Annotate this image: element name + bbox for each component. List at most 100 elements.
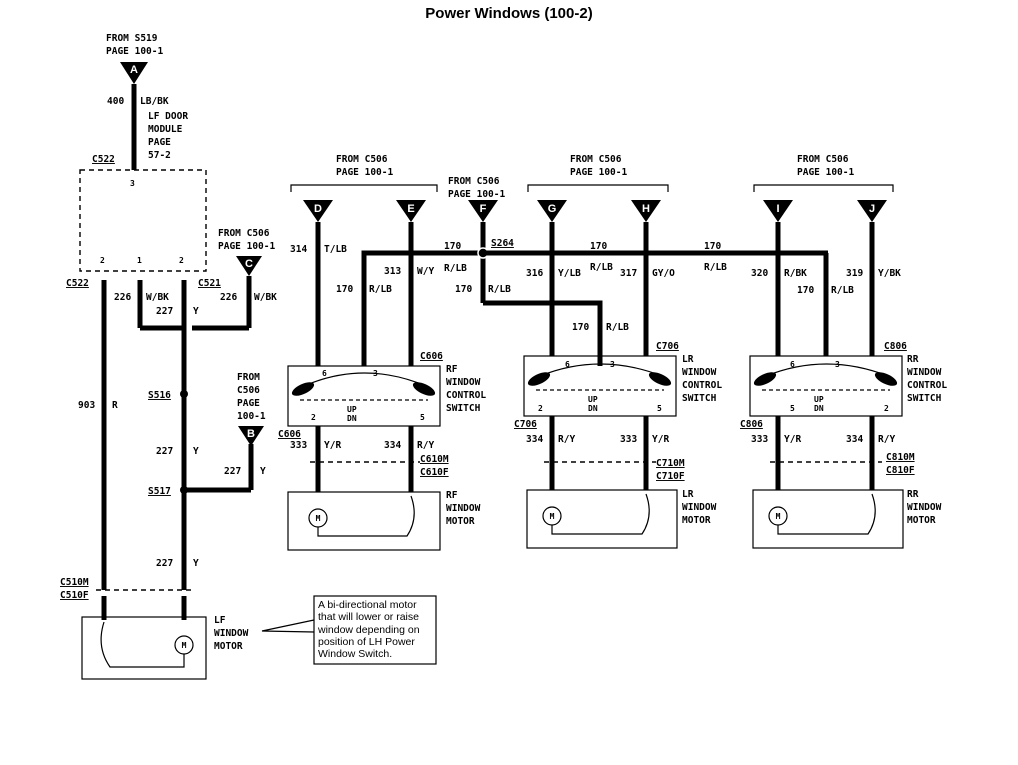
lr-switch-l4: SWITCH	[682, 393, 717, 404]
module-pin-3: 3	[130, 179, 135, 188]
rr-up: UP	[814, 395, 824, 404]
rr-motor-box	[752, 489, 904, 549]
rf-pin-2: 2	[311, 413, 316, 422]
rr-switch-l4: SWITCH	[907, 393, 942, 404]
lr-switch-box	[523, 355, 677, 417]
lf-module-l1: LF DOOR	[148, 111, 188, 122]
splice-s516-dot	[180, 390, 188, 398]
lf-door-module-box	[79, 169, 207, 272]
c710f-label: C710F	[656, 471, 685, 482]
rr-334-color: R/Y	[878, 434, 895, 445]
wire-903-num: 903	[78, 400, 95, 411]
w170-rf-num: 170	[336, 284, 353, 295]
from-s519-label: FROM S519	[106, 33, 158, 44]
lr-switch-lever-l	[527, 372, 551, 386]
rr-switch-lever-l	[753, 372, 777, 386]
lr-switch-l1: LR	[682, 354, 694, 365]
c610f-label: C610F	[420, 467, 449, 478]
rr-switch-lever-r	[874, 372, 898, 386]
connector-e	[396, 200, 426, 222]
lf-motor-box	[81, 616, 207, 680]
w170-h1: 170	[444, 241, 461, 252]
lr-pin-2: 2	[538, 404, 543, 413]
w170-h2: 170	[590, 241, 607, 252]
connector-d	[303, 200, 333, 222]
note-l1: A bi-directional motor	[318, 599, 417, 611]
rf-switch-lever-l	[291, 382, 315, 396]
c510m-label: C510M	[60, 577, 89, 588]
splice-s264: S264	[491, 238, 514, 249]
lf-module-l3: PAGE	[148, 137, 171, 148]
rlb-h3: R/LB	[704, 262, 727, 273]
wire-227-num-c: 227	[224, 466, 241, 477]
from-c506-b-l3: PAGE	[237, 398, 260, 409]
wire-227-num-b: 227	[156, 446, 173, 457]
lr-motor-m: M	[550, 512, 555, 521]
rr-motor-l3: MOTOR	[907, 515, 936, 526]
w320-color: R/BK	[784, 268, 807, 279]
rlb-h1: R/LB	[444, 263, 467, 274]
rf-pin-6: 6	[322, 369, 327, 378]
connector-a	[120, 62, 148, 84]
rf-motor-box	[287, 491, 441, 551]
rf-switch-l2: WINDOW	[446, 377, 481, 388]
rf-motor-m: M	[316, 514, 321, 523]
c606-bottom-label: C606	[278, 429, 301, 440]
wire-227-num-d: 227	[156, 558, 173, 569]
rr-dn: DN	[814, 404, 824, 413]
w170-rr-num: 170	[797, 285, 814, 296]
lr-motor-winding	[551, 493, 650, 535]
module-pin-1: 1	[137, 256, 142, 265]
wire-226-color: W/BK	[146, 292, 169, 303]
w170-rf-color: R/LB	[369, 284, 392, 295]
lr-dn: DN	[588, 404, 598, 413]
c606-label: C606	[420, 351, 443, 362]
from-c506-f-l2: PAGE 100-1	[448, 189, 505, 200]
rr-switch-box	[749, 355, 903, 417]
note-l4: position of LH Power	[318, 636, 415, 648]
w320-num: 320	[751, 268, 768, 279]
rf-switch-l4: SWITCH	[446, 403, 481, 414]
rf-switch-arc	[303, 372, 427, 387]
rr-pin-6: 6	[790, 360, 795, 369]
wire-226c-num: 226	[220, 292, 237, 303]
connector-j-label: J	[869, 203, 875, 215]
lr-switch-lever-r	[648, 372, 672, 386]
c810f-label: C810F	[886, 465, 915, 476]
lr-pin-6: 6	[565, 360, 570, 369]
module-pin-2a: 2	[100, 256, 105, 265]
rf-334-color: R/Y	[417, 440, 434, 451]
rf-switch-lever-r	[412, 382, 436, 396]
connector-h-label: H	[642, 203, 650, 215]
w170-rr-color: R/LB	[831, 285, 854, 296]
rf-switch-l3: CONTROL	[446, 390, 486, 401]
lr-motor-box	[526, 489, 678, 549]
rf-motor-l2: WINDOW	[446, 503, 481, 514]
rr-334-num: 334	[846, 434, 863, 445]
connector-h	[631, 200, 661, 222]
from-c506-rr-l2: PAGE 100-1	[797, 167, 854, 178]
rf-motor-l1: RF	[446, 490, 458, 501]
wire-227-color-b: Y	[193, 446, 199, 457]
connector-i	[763, 200, 793, 222]
c522-bottom-label: C522	[66, 278, 89, 289]
rr-motor-m: M	[776, 512, 781, 521]
rr-pin-2: 2	[884, 404, 889, 413]
from-c506-b-l4: 100-1	[237, 411, 266, 422]
lf-motor-m: M	[182, 641, 187, 650]
wire-903-color: R	[112, 400, 118, 411]
connector-e-label: E	[407, 203, 414, 215]
rf-dn: DN	[347, 414, 357, 423]
w314-color: T/LB	[324, 244, 347, 255]
rr-motor-l2: WINDOW	[907, 502, 942, 513]
connector-a-label: A	[130, 64, 138, 76]
lr-up: UP	[588, 395, 598, 404]
lf-module-l4: 57-2	[148, 150, 171, 161]
rr-333-num: 333	[751, 434, 768, 445]
connector-i-label: I	[776, 203, 779, 215]
connector-b-label: B	[247, 428, 255, 440]
note-l5: Window Switch.	[318, 648, 392, 660]
connector-b	[238, 426, 264, 446]
c810m-label: C810M	[886, 452, 915, 463]
rr-pin-5: 5	[790, 404, 795, 413]
